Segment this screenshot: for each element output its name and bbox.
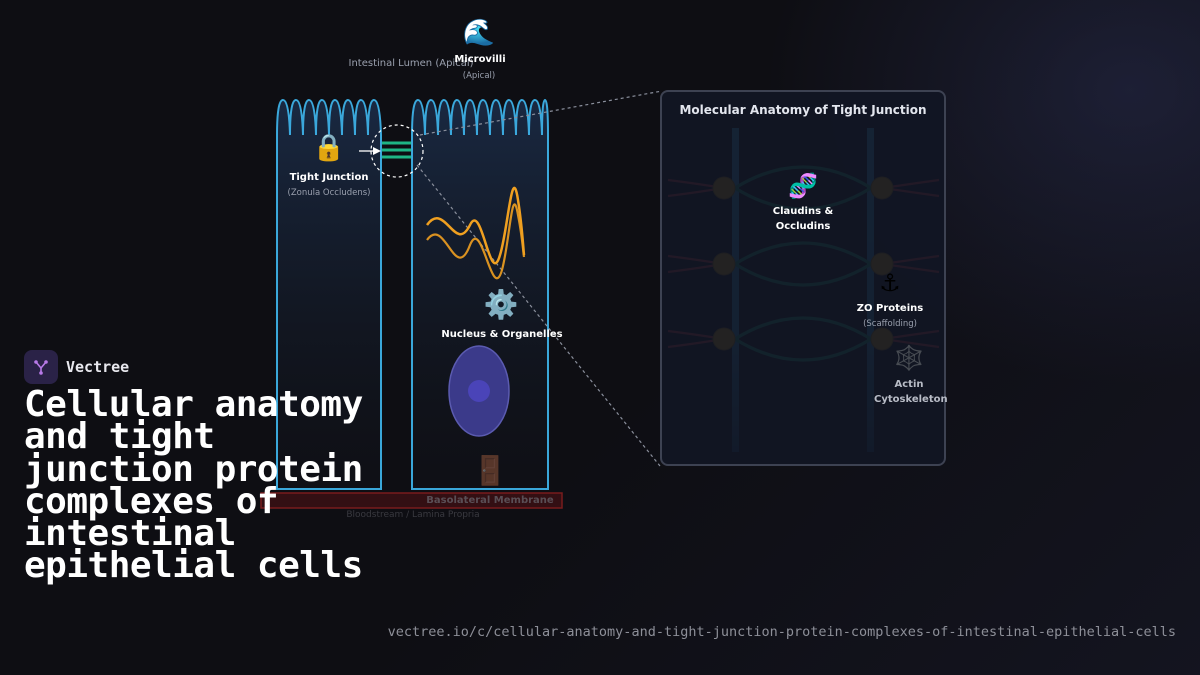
door-icon: 🚪	[472, 454, 508, 487]
basolateral-label: Basolateral Membrane	[426, 495, 554, 506]
detail-title: Molecular Anatomy of Tight Junction	[679, 103, 927, 117]
page-url[interactable]: vectree.io/c/cellular-anatomy-and-tight-…	[387, 624, 1176, 640]
zoom-line-top	[419, 90, 663, 136]
organelle-wave-2	[426, 203, 526, 280]
nucleus-label: Nucleus & Organelles	[441, 329, 563, 340]
left-cell	[276, 98, 382, 490]
microvilli-label: Microvilli	[454, 54, 506, 65]
tight-junction-detail-panel: Molecular Anatomy of Tight Junction	[660, 90, 946, 466]
lumen-label: Intestinal Lumen (Apical)	[348, 58, 474, 69]
microvilli-sublabel: (Apical)	[462, 71, 496, 81]
lock-icon: 🔒	[312, 133, 346, 163]
gear-icon: ⚙️	[483, 288, 519, 321]
zo-proteins-label: ZO Proteins	[856, 303, 924, 314]
nucleolus	[468, 380, 490, 402]
junction-arrow-head	[373, 147, 381, 155]
tight-junction-label: Tight Junction	[289, 172, 369, 183]
wave-icon: 🌊	[462, 18, 496, 48]
brand: Vectree	[24, 350, 129, 384]
claudins-label: Claudins & Occludins	[772, 206, 834, 232]
zoom-line-bottom	[416, 164, 661, 467]
organelle-wave-1	[425, 186, 526, 265]
junction-zoom-circle	[370, 124, 424, 178]
brand-name: Vectree	[66, 358, 130, 376]
actin-label: Actin Cytoskeleton	[874, 379, 948, 405]
basolateral-bar	[260, 492, 563, 509]
right-cell	[411, 98, 549, 490]
anchor-icon: ⚓	[879, 269, 901, 297]
zo-proteins-sublabel: (Scaffolding)	[863, 319, 917, 329]
page-title: Cellular anatomy and tight junction prot…	[24, 384, 363, 587]
tree-network-icon	[24, 350, 58, 384]
basolateral-sublabel: Bloodstream / Lamina Propria	[346, 510, 480, 520]
spider-web-icon: 🕸️	[894, 344, 924, 372]
tight-junction-sublabel: (Zonula Occludens)	[287, 188, 371, 198]
dna-icon: 🧬	[788, 172, 818, 200]
junction-strands	[382, 141, 411, 159]
